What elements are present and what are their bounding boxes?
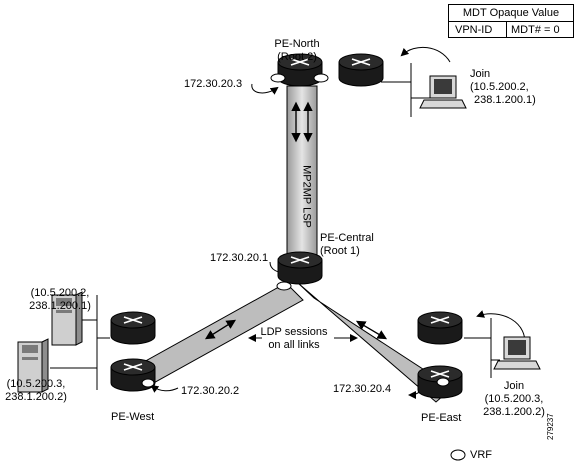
legend-title: MDT Opaque Value (449, 5, 573, 22)
source-upper-label: (10.5.200.2, 238.1.200.1) (29, 287, 91, 312)
pe-west-label: PE-West (111, 411, 155, 423)
pe-west-ip: 172.30.20.2 (181, 385, 240, 397)
pe-central-label: PE-Central (Root 1) (320, 232, 374, 257)
source-lower-label: (10.5.200.3, 238.1.200.2) (5, 378, 67, 403)
server-upper-icon (51, 291, 83, 346)
mp2mp-lsp-label: MP2MP LSP (300, 165, 313, 228)
pe-north-router-icon (277, 53, 323, 87)
figure-id: 279237 (546, 413, 555, 440)
vrf-markers (141, 73, 466, 461)
pe-north-label: PE-North (Root 2) (274, 38, 320, 63)
vrf-legend-label: VRF (470, 449, 492, 461)
receiver-north-icon (419, 75, 467, 109)
lsp-arrows (204, 101, 388, 340)
join-east-label: Join (10.5.200.3, 238.1.200.2) (483, 380, 545, 418)
legend-mdt-number: MDT# = 0 (511, 24, 560, 36)
pe-north-ip: 172.30.20.3 (184, 78, 243, 90)
lsp-tunnels (132, 85, 453, 403)
ce-north-router-icon (338, 53, 384, 87)
receiver-east-icon (493, 336, 541, 370)
pe-east-label: PE-East (421, 412, 462, 424)
pe-east-ip: 172.30.20.4 (333, 383, 392, 395)
mdt-opaque-legend: MDT Opaque Value VPN-ID MDT# = 0 (448, 4, 574, 38)
server-lower-icon (17, 338, 49, 393)
ce-west-router-icon (110, 311, 156, 345)
join-north-label: Join (10.5.200.2, 238.1.200.1) (470, 68, 536, 106)
loopback-arrow-north (251, 83, 279, 95)
join-arrow-north (400, 46, 451, 63)
ce-east-router-icon (417, 311, 463, 345)
lan-segments (50, 63, 500, 390)
ldp-sessions-label: LDP sessions on all links (260, 326, 328, 351)
legend-vpn-id: VPN-ID (455, 24, 493, 36)
pe-central-router-icon (277, 251, 323, 285)
loopback-arrow-west (150, 384, 179, 393)
pe-central-ip: 172.30.20.1 (210, 252, 269, 264)
